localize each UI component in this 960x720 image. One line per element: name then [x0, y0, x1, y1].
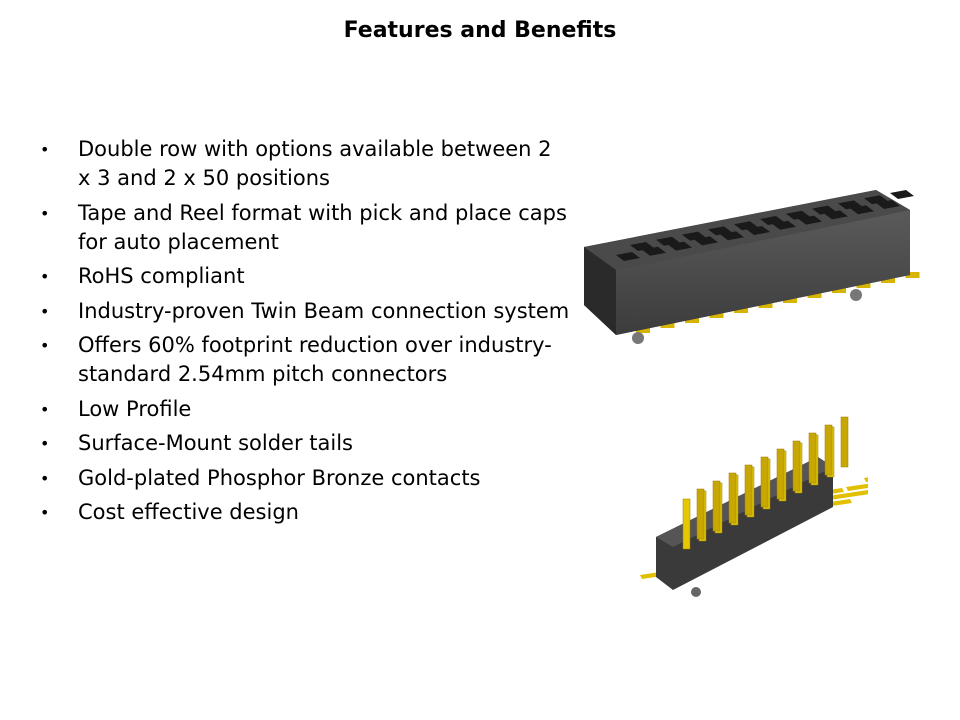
list-item-text: Double row with options available betwee… — [78, 137, 552, 190]
pin-header-connector-image — [640, 416, 868, 597]
connector-part — [864, 477, 868, 482]
connector-part — [682, 498, 691, 550]
connector-part — [890, 190, 914, 199]
connector-part — [682, 231, 706, 241]
connector-part — [881, 277, 895, 283]
connector-part — [728, 472, 737, 524]
feature-list: • Double row with options available betwe… — [40, 135, 570, 533]
connector-part — [734, 307, 748, 313]
connector-part — [616, 252, 640, 261]
connector-part — [807, 292, 822, 298]
bullet-icon: • — [40, 434, 50, 453]
list-item-text: RoHS compliant — [78, 264, 245, 288]
list-item: • Offers 60% footprint reduction over ind… — [40, 331, 570, 389]
slide-title: Features and Benefits — [343, 18, 617, 43]
connector-part — [864, 195, 888, 205]
bullet-icon: • — [40, 399, 50, 419]
connector-part — [712, 480, 721, 532]
connector-part — [696, 488, 705, 540]
connector-part — [709, 312, 724, 318]
list-item: • Tape and Reel format with pick and plac… — [40, 199, 570, 257]
connector-part — [840, 416, 849, 468]
connector-part — [760, 456, 769, 508]
connector-part — [832, 287, 846, 293]
connector-part — [905, 272, 920, 278]
list-item-text: Industry-proven Twin Beam connection sys… — [78, 298, 570, 323]
list-item-text: Cost effective design — [78, 500, 299, 524]
connector-part — [744, 464, 753, 516]
connector-part — [808, 432, 817, 484]
list-item: • Cost effective design — [40, 498, 570, 527]
bullet-icon: • — [40, 267, 50, 286]
connector-part — [656, 236, 680, 246]
connector-part — [812, 205, 836, 215]
list-item-text: Tape and Reel format with pick and place… — [78, 200, 567, 254]
connector-part — [856, 282, 871, 288]
connector-part — [783, 297, 797, 303]
connector-part — [758, 302, 773, 308]
bullet-icon: • — [40, 336, 50, 355]
bullet-icon: • — [40, 503, 50, 522]
connector-part — [824, 424, 833, 476]
connector-part — [838, 200, 862, 210]
connector-part — [776, 448, 785, 500]
connector-part — [734, 221, 758, 231]
connector-part — [846, 483, 868, 491]
connector-part — [760, 216, 784, 225]
list-item: • Low Profile — [40, 395, 570, 424]
connector-part — [708, 226, 732, 236]
list-item: • Industry-proven Twin Beam connection sy… — [40, 297, 570, 326]
connector-part — [792, 440, 801, 492]
list-item: • Gold-plated Phosphor Bronze contacts — [40, 464, 570, 493]
list-item-text: Gold-plated Phosphor Bronze contacts — [78, 465, 481, 490]
list-item: • RoHS compliant — [40, 262, 570, 291]
connector-part — [685, 317, 699, 323]
bullet-icon: • — [40, 203, 50, 223]
connector-part — [786, 210, 810, 220]
bullet-icon: • — [40, 301, 50, 321]
connector-part — [660, 322, 675, 328]
list-item: • Surface-Mount solder tails — [40, 429, 570, 458]
connector-part — [828, 490, 868, 500]
connector-part — [636, 327, 650, 333]
bullet-icon: • — [40, 468, 50, 488]
connector-part — [630, 242, 654, 251]
bullet-icon: • — [40, 140, 50, 159]
socket-connector-image — [584, 190, 920, 344]
list-item-text: Low Profile — [78, 396, 192, 421]
list-item: • Double row with options available betwe… — [40, 135, 570, 193]
list-item-text: Offers 60% footprint reduction over indu… — [78, 333, 552, 386]
list-item-text: Surface-Mount solder tails — [78, 431, 353, 455]
